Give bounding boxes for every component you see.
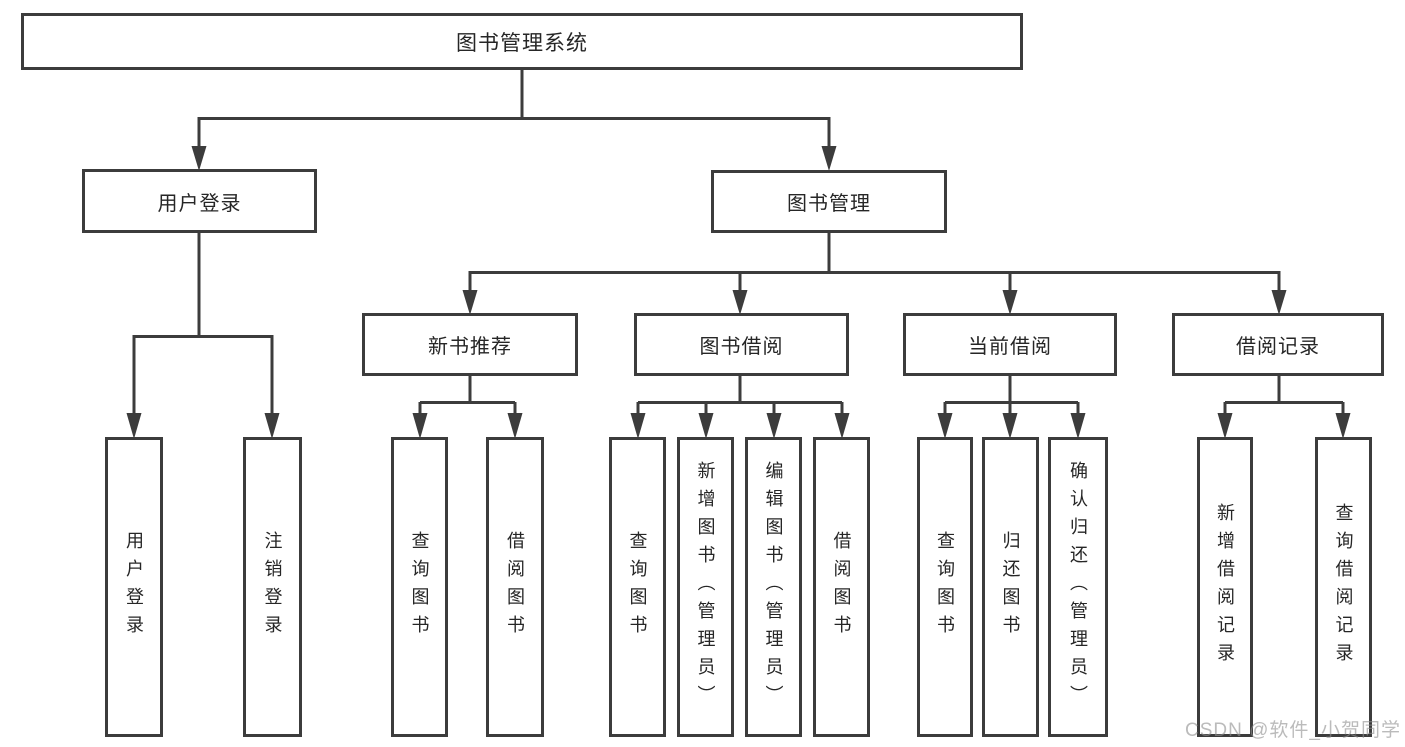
leaf-bb-borrow-book: 借阅图书 [813, 437, 870, 737]
arrowheads [126, 146, 1351, 439]
node-current-borrow-label: 当前借阅 [968, 336, 1052, 358]
leaf-cb-query-book: 查询图书 [917, 437, 973, 737]
leaf-cb-query-book-label: 查询图书 [935, 531, 955, 643]
leaf-br-add-record: 新增借阅记录 [1197, 437, 1253, 737]
leaf-nbr-query-book-label: 查询图书 [409, 531, 430, 643]
leaf-cb-return-book: 归还图书 [982, 437, 1039, 737]
leaf-cb-return-book-label: 归还图书 [1000, 531, 1021, 643]
node-root-label: 图书管理系统 [456, 31, 588, 55]
leaf-bb-add-book-admin: 新增图书（管理员） [677, 437, 734, 737]
leaf-bb-add-book-admin-label: 新增图书（管理员） [695, 461, 716, 713]
node-borrow-records-label: 借阅记录 [1236, 336, 1320, 358]
leaf-bb-query-book: 查询图书 [609, 437, 666, 737]
node-new-book-recommend-label: 新书推荐 [428, 336, 512, 358]
leaf-bb-edit-book-admin: 编辑图书（管理员） [745, 437, 802, 737]
leaf-nbr-query-book: 查询图书 [391, 437, 448, 737]
leaf-bb-edit-book-admin-label: 编辑图书（管理员） [763, 461, 784, 713]
node-new-book-recommend: 新书推荐 [362, 313, 578, 376]
node-book-management-branch-label: 图书管理 [787, 193, 871, 215]
node-current-borrow: 当前借阅 [903, 313, 1117, 376]
leaf-logout: 注销登录 [243, 437, 302, 737]
node-book-borrow-label: 图书借阅 [699, 336, 784, 358]
node-book-management-branch: 图书管理 [711, 170, 947, 233]
leaf-nbr-borrow-book-label: 借阅图书 [505, 531, 525, 643]
csdn-watermark: CSDN @软件_小贺同学 [1185, 720, 1401, 741]
leaf-br-query-record-label: 查询借阅记录 [1333, 503, 1354, 671]
leaf-bb-query-book-label: 查询图书 [627, 531, 648, 643]
leaf-logout-label: 注销登录 [262, 531, 283, 643]
leaf-br-add-record-label: 新增借阅记录 [1215, 503, 1235, 671]
leaf-cb-confirm-return-admin-label: 确认归还（管理员） [1068, 461, 1088, 713]
node-root-library-system: 图书管理系统 [21, 13, 1023, 70]
leaf-cb-confirm-return-admin: 确认归还（管理员） [1048, 437, 1108, 737]
leaf-bb-borrow-book-label: 借阅图书 [831, 531, 852, 643]
leaf-br-query-record: 查询借阅记录 [1315, 437, 1372, 737]
leaf-user-login: 用户登录 [105, 437, 163, 737]
node-user-login-branch-label: 用户登录 [157, 192, 242, 215]
node-borrow-records: 借阅记录 [1172, 313, 1384, 376]
leaf-user-login-label: 用户登录 [124, 531, 144, 643]
node-book-borrow: 图书借阅 [634, 313, 849, 376]
node-user-login-branch: 用户登录 [82, 169, 317, 233]
leaf-nbr-borrow-book: 借阅图书 [486, 437, 544, 737]
